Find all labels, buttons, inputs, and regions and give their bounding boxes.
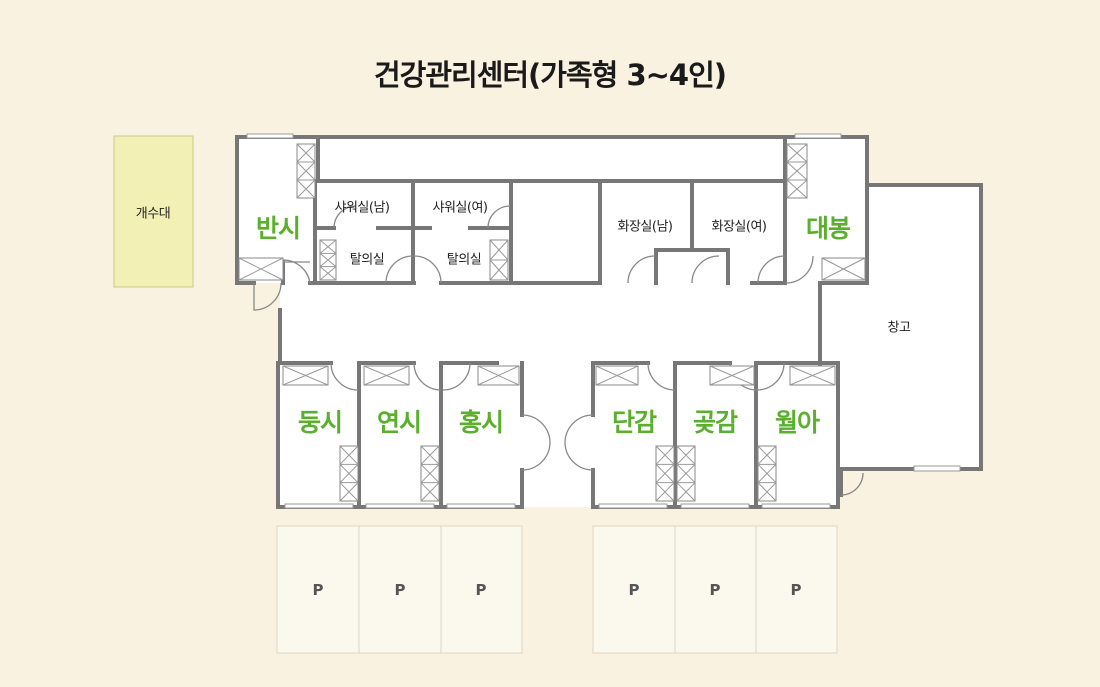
room-label-worha: 월아 xyxy=(774,408,820,437)
closet-x-mark xyxy=(789,365,836,386)
closet-x-mark xyxy=(655,482,675,502)
parking-lot-right xyxy=(592,525,838,654)
room-label-gotgam: 곶감 xyxy=(692,408,738,437)
closet-x-mark xyxy=(595,365,639,386)
closet-x-mark xyxy=(786,179,808,199)
closet-x-mark xyxy=(296,179,316,199)
closet-x-mark xyxy=(676,482,696,502)
closet-x-mark xyxy=(676,463,696,484)
closets xyxy=(238,143,866,502)
parking-label: P xyxy=(394,581,406,599)
parking-lot-left xyxy=(276,525,523,654)
room-label-daebong: 대봉 xyxy=(805,214,851,243)
closet-x-mark xyxy=(339,445,359,465)
closet-x-mark xyxy=(282,365,329,386)
sink-area xyxy=(113,135,194,288)
closet-x-mark xyxy=(319,239,337,254)
room-label-dungsi: 둥시 xyxy=(297,408,343,437)
closet-x-mark xyxy=(655,445,675,465)
closet-x-mark xyxy=(676,445,696,465)
storage-label: 창고 xyxy=(887,320,911,336)
parking-label: P xyxy=(312,581,324,599)
closet-x-mark xyxy=(757,445,777,465)
changing-room-1-label: 탈의실 xyxy=(349,252,385,268)
closet-x-mark xyxy=(238,257,284,281)
closet-x-mark xyxy=(757,463,777,484)
walls xyxy=(235,135,983,509)
windows xyxy=(246,133,961,509)
parking-label: P xyxy=(790,581,802,599)
closet-x-mark xyxy=(489,239,509,261)
closet-x-mark xyxy=(319,252,337,268)
closet-x-mark xyxy=(655,463,675,484)
toilet-men-label: 화장실(남) xyxy=(617,219,673,235)
shower-women-label: 샤워실(여) xyxy=(432,200,488,216)
closet-x-mark xyxy=(420,445,440,465)
page-title: 건강관리센터(가족형 3~4인) xyxy=(373,58,727,92)
closet-x-mark xyxy=(786,161,808,181)
closet-x-mark xyxy=(339,463,359,484)
room-label-yeonsi: 연시 xyxy=(376,408,422,437)
closet-x-mark xyxy=(319,266,337,281)
parking-label: P xyxy=(475,581,487,599)
parking-label: P xyxy=(709,581,721,599)
closet-x-mark xyxy=(420,482,440,502)
sink-label: 개수대 xyxy=(135,206,171,222)
closet-x-mark xyxy=(489,259,509,281)
parking-label: P xyxy=(628,581,640,599)
room-label-bansi: 반시 xyxy=(255,214,301,243)
closet-x-mark xyxy=(296,143,316,163)
closet-x-mark xyxy=(821,257,866,281)
room-label-dangam: 단감 xyxy=(611,408,657,437)
building-floor xyxy=(237,137,981,507)
changing-room-2-label: 탈의실 xyxy=(446,252,482,268)
toilet-women-label: 화장실(여) xyxy=(711,219,767,235)
shower-men-label: 샤워실(남) xyxy=(334,200,390,216)
door-swings xyxy=(253,205,864,496)
closet-x-mark xyxy=(339,482,359,502)
closet-x-mark xyxy=(296,161,316,181)
closet-x-mark xyxy=(420,463,440,484)
closet-x-mark xyxy=(477,365,520,386)
closet-x-mark xyxy=(786,143,808,163)
closet-x-mark xyxy=(709,365,755,386)
closet-x-mark xyxy=(757,482,777,502)
room-label-hongsi: 홍시 xyxy=(458,408,504,437)
closet-x-mark xyxy=(363,365,410,386)
